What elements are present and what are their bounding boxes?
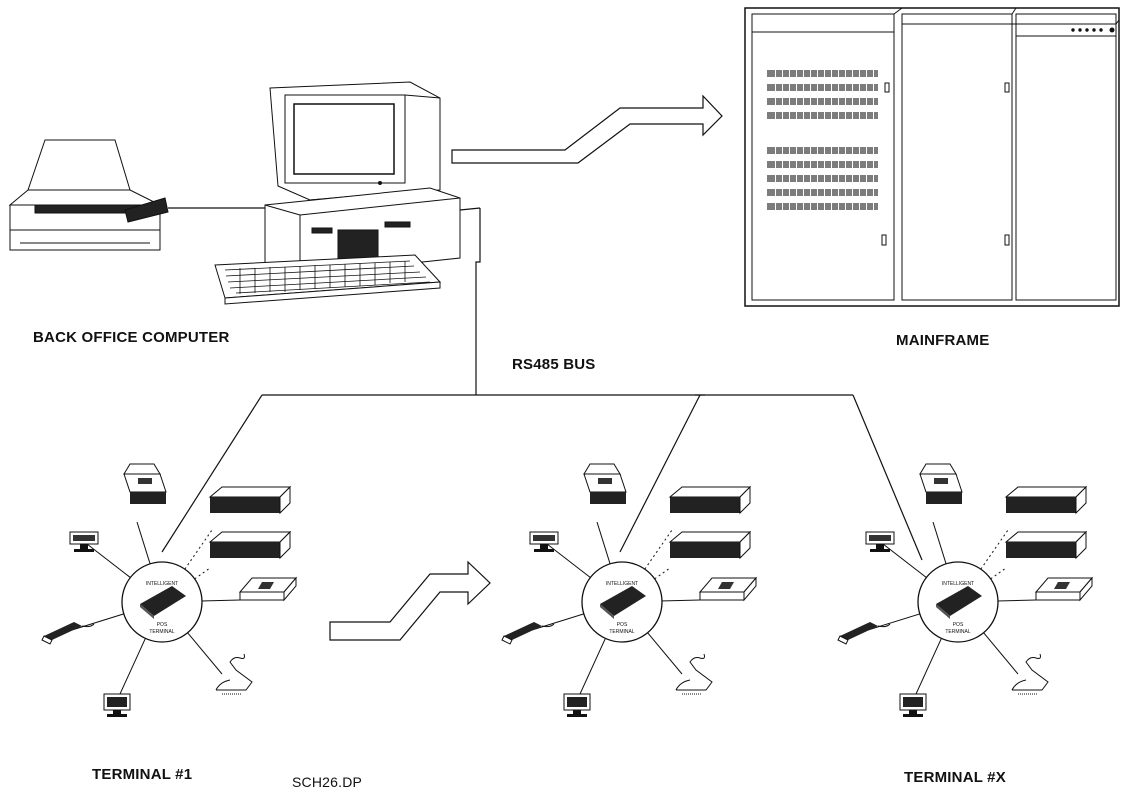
mainframe-label: MAINFRAME xyxy=(896,332,989,349)
figure-id-label: SCH26.DP xyxy=(292,774,362,790)
hub-2-mid-text: POS xyxy=(617,622,628,628)
pos-cluster-terminal-2 xyxy=(502,464,756,717)
hub-1-mid-text: POS xyxy=(157,622,168,628)
link-arrow-to-mainframe xyxy=(452,96,722,163)
pos-cluster-terminal-x xyxy=(838,464,1092,717)
back-office-computer-graphic xyxy=(10,82,480,304)
back-office-computer-label: BACK OFFICE COMPUTER xyxy=(33,329,230,346)
pos-cluster-terminal-1 xyxy=(42,464,296,717)
hub-x-top-text: INTELLIGENT xyxy=(942,581,974,587)
hub-2-top-text: INTELLIGENT xyxy=(606,581,638,587)
terminal-x-label: TERMINAL #X xyxy=(904,769,1006,786)
hub-x-bottom-text: TERMINAL xyxy=(945,629,971,635)
rs485-bus-label: RS485 BUS xyxy=(512,356,596,373)
hub-1-top-text: INTELLIGENT xyxy=(146,581,178,587)
link-arrow-between-terminals xyxy=(330,562,490,640)
hub-2-bottom-text: TERMINAL xyxy=(609,629,635,635)
hub-x-mid-text: POS xyxy=(953,622,964,628)
terminal-1-label: TERMINAL #1 xyxy=(92,766,192,783)
hub-1-bottom-text: TERMINAL xyxy=(149,629,175,635)
mainframe-graphic xyxy=(745,8,1119,306)
